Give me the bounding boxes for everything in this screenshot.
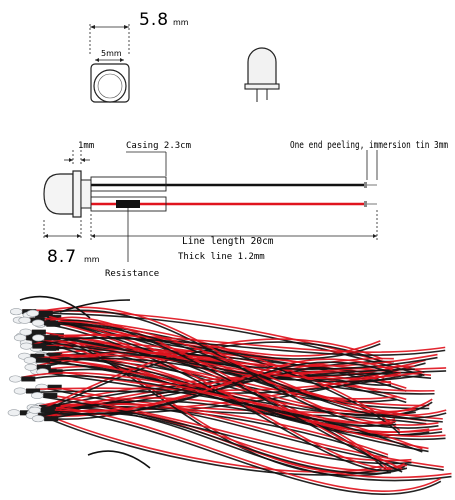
resistance-label: Resistance [105,269,159,279]
black-wire-strand [45,319,403,473]
heat-shrink-sleeve [43,393,58,399]
black-wire-strand [30,320,406,472]
red-wire-strand [43,393,412,462]
led-bulb [13,387,27,395]
red-wire-strand [26,335,438,367]
led-bulb [32,334,45,342]
led-bulb [26,309,40,317]
heat-shrink-sleeve [44,335,59,341]
led-bulb [19,328,33,336]
thick-line-label: Thick line 1.2mm [178,252,265,262]
red-wire-strand [21,372,397,424]
black-wire-strand [44,323,447,419]
red-wire-strand [44,320,447,416]
heat-shrink-sleeve [36,357,51,363]
red-wire-strand [31,329,423,380]
red-wire-strand [40,358,393,412]
resistor [116,200,140,208]
led-bulb [24,363,38,371]
height-unit: mm [84,255,100,264]
red-wire-strand [44,334,446,353]
line-length-label: Line length 20cm [182,236,274,247]
black-wire-strand [35,357,443,423]
black-wire-strand [41,341,383,413]
black-wire-strand [59,299,131,313]
casing-bottom [90,196,167,212]
black-wire-strand [25,320,401,435]
heat-shrink-sleeve [42,345,57,351]
casing-label: Casing 2.3cm [126,141,191,151]
led-bulb [31,415,45,423]
heat-shrink-sleeve [30,353,45,359]
heat-shrink-sleeve [44,320,59,326]
heat-shrink-sleeve [47,384,62,390]
heat-shrink-sleeve [38,310,53,316]
led-bulb [31,319,45,327]
wired-led-diagram [43,150,378,262]
black-wire-strand [87,450,151,469]
led-bulb [23,356,37,364]
heat-shrink-sleeve [21,376,36,382]
red-wire-strand [38,410,382,473]
led-lens-outline [93,69,127,103]
led-top-view [89,24,130,103]
heat-shrink-sleeve [31,329,46,335]
led-lens [43,173,74,215]
led-bulb [31,392,44,400]
heat-shrink-sleeve [46,352,61,358]
led-bundle-photo [7,295,452,495]
black-wire-strand [48,351,432,379]
red-wire-strand [45,316,403,470]
led-bulb [7,409,21,417]
black-wire-strand [19,295,91,319]
led-side-view [244,47,280,102]
heat-shrink-sleeve [44,416,59,422]
black-wire-strand [21,375,397,427]
red-wire-strand [30,317,406,469]
flange-dimension-label: 1mm [78,141,94,151]
black-wire-strand [44,400,446,441]
black-wire-strand [43,396,412,465]
black-wire-strand [22,312,425,377]
black-wire-strand [44,337,446,356]
heat-shrink-sleeve [32,343,47,349]
end-peeling-label: One end peeling, immersion tin 3mm [290,140,448,151]
black-wire-strand [41,409,442,495]
heat-shrink-sleeve [40,407,55,413]
black-wire-strand [31,332,423,383]
dimension-inner-label: 5mm [101,49,122,58]
black-wire-strand [26,338,438,370]
led-flange [72,170,82,218]
casing-top [90,176,167,192]
black-wire-strand [40,361,393,415]
led-bulb [28,406,42,414]
led-bulb [9,308,23,316]
led-bulb [9,375,22,383]
led-bulb [18,316,32,324]
heat-shrink-sleeve [38,413,53,419]
heat-shrink-sleeve [48,369,63,375]
led-bulb [20,342,33,350]
heat-shrink-sleeve [26,388,41,394]
heat-shrink-sleeve [36,364,51,370]
dimension-outer-unit: mm [173,18,189,27]
height-value: 8.7 [47,247,77,267]
dimension-outer-value: 5.8 [139,10,169,30]
